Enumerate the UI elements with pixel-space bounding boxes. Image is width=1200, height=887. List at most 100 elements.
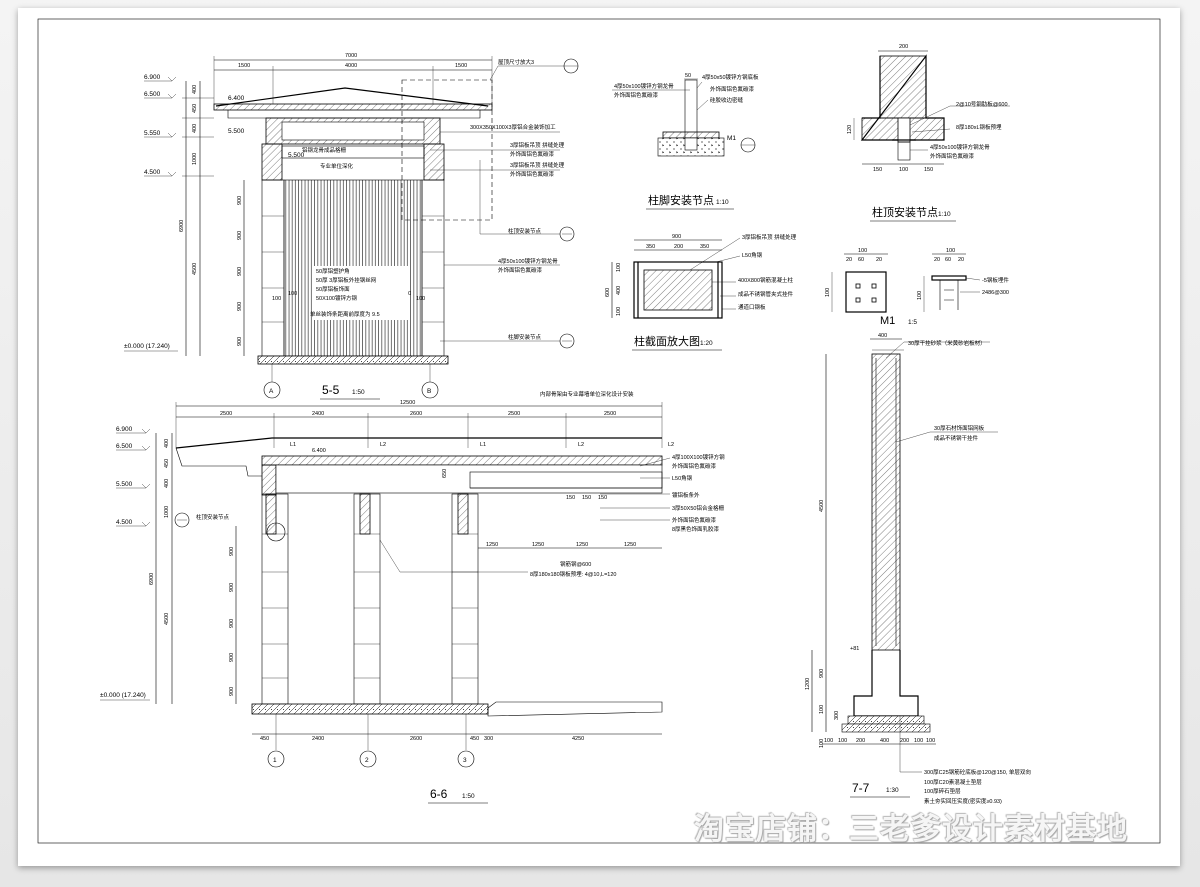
roof-line [215, 87, 489, 107]
svg-text:150: 150 [873, 167, 882, 173]
svg-text:专业单位深化: 专业单位深化 [320, 162, 354, 170]
svg-text:外饰面铝色氟碳漆: 外饰面铝色氟碳漆 [498, 266, 543, 274]
svg-text:2400: 2400 [312, 736, 324, 742]
svg-text:900: 900 [237, 231, 243, 240]
svg-text:1:20: 1:20 [700, 340, 713, 347]
svg-text:镀铝板条外: 镀铝板条外 [672, 491, 700, 499]
svg-text:100: 100 [946, 248, 955, 254]
svg-text:1000: 1000 [164, 506, 170, 518]
svg-text:50厚铝塑护角: 50厚铝塑护角 [316, 267, 350, 275]
svg-text:钢筋钢@600: 钢筋钢@600 [560, 560, 591, 568]
svg-text:4厚50x100镀锌方钢龙骨: 4厚50x100镀锌方钢龙骨 [930, 143, 990, 151]
svg-text:300X350X100X3厚铝合金装饰加工: 300X350X100X3厚铝合金装饰加工 [470, 123, 556, 131]
svg-text:200: 200 [856, 738, 865, 744]
svg-text:900: 900 [237, 267, 243, 276]
svg-text:3厚铝板吊顶 拼缝处理: 3厚铝板吊顶 拼缝处理 [510, 141, 565, 149]
svg-text:4厚50x100镀锌方钢龙骨: 4厚50x100镀锌方钢龙骨 [614, 82, 674, 90]
svg-text:200: 200 [899, 44, 908, 50]
svg-text:外饰面铝色氟碳漆: 外饰面铝色氟碳漆 [710, 85, 755, 93]
detail-m1-title: M1 [880, 315, 895, 327]
svg-text:屋顶尺寸放大3: 屋顶尺寸放大3 [498, 58, 534, 66]
svg-text:1:5: 1:5 [908, 319, 917, 326]
dim-5-5-right: 1500 [455, 63, 467, 69]
svg-text:20: 20 [876, 257, 882, 263]
svg-text:6.500: 6.500 [116, 443, 133, 450]
svg-text:8厚180xL钢板预埋: 8厚180xL钢板预埋 [956, 123, 1002, 131]
svg-text:4500: 4500 [192, 263, 198, 275]
drawing-border [37, 18, 1161, 844]
svg-text:A: A [269, 388, 274, 395]
svg-text:100: 100 [824, 738, 833, 744]
svg-text:60: 60 [945, 257, 951, 263]
section-5-5: 7000 1500 4000 1500 6.900 6.5 [124, 53, 579, 400]
svg-text:外饰面铝色氟碳漆: 外饰面铝色氟碳漆 [614, 91, 659, 99]
svg-text:2600: 2600 [410, 411, 422, 417]
detail-column-top: 200 150 100 150 120 2@10号钢肋板@600 8厚180xL… [847, 44, 1010, 222]
column-joints [262, 533, 478, 679]
svg-text:成品不锈钢管夹式挂件: 成品不锈钢管夹式挂件 [738, 290, 794, 298]
detail-top-title: 柱顶安装节点 [872, 205, 938, 219]
svg-text:900: 900 [229, 687, 235, 696]
watermark-text: 淘宝店铺：三老爹设计素材基地 [694, 812, 1128, 847]
svg-text:6.400: 6.400 [312, 448, 326, 454]
ground-5-5 [257, 355, 449, 365]
svg-text:400X800钢筋混凝土柱: 400X800钢筋混凝土柱 [738, 276, 794, 284]
axis-bubble-1 [267, 750, 285, 768]
svg-text:100: 100 [914, 738, 923, 744]
svg-text:20: 20 [846, 257, 852, 263]
svg-text:6900: 6900 [149, 573, 155, 585]
svg-text:素土夯实回压实度(密实度≥0.93): 素土夯实回压实度(密实度≥0.93) [924, 797, 1002, 805]
svg-text:400: 400 [164, 439, 170, 448]
svg-text:柱顶安装节点: 柱顶安装节点 [508, 227, 542, 235]
svg-text:100: 100 [616, 263, 622, 272]
svg-text:100: 100 [917, 291, 923, 300]
svg-text:1250: 1250 [624, 542, 636, 548]
svg-text:外饰面铝色氟碳漆: 外饰面铝色氟碳漆 [510, 150, 555, 158]
svg-text:6900: 6900 [179, 220, 185, 232]
svg-text:6.500: 6.500 [144, 91, 161, 98]
axis-bubble-2 [359, 750, 377, 768]
svg-text:20: 20 [934, 257, 940, 263]
svg-text:成品不锈钢干挂件: 成品不锈钢干挂件 [934, 434, 979, 442]
svg-text:2400: 2400 [312, 411, 324, 417]
detail-m1-embed-plate: 100 20 60 20 100 100 20 60 20 100 -5钢板埋件… [825, 248, 1009, 327]
drawing-paper [18, 8, 1180, 866]
svg-text:硅胶收边密缝: 硅胶收边密缝 [710, 96, 744, 104]
svg-text:L2: L2 [380, 442, 386, 448]
svg-text:100: 100 [926, 738, 935, 744]
svg-text:100: 100 [288, 291, 297, 297]
svg-text:B: B [427, 388, 431, 395]
svg-text:450: 450 [260, 736, 269, 742]
svg-text:400: 400 [616, 286, 622, 295]
svg-text:M1: M1 [727, 135, 736, 142]
detail-column-section: 900 350 200 350 600 100 400 100 3厚铝板吊顶 拼… [605, 233, 797, 351]
svg-text:6.900: 6.900 [144, 74, 161, 81]
svg-text:400: 400 [880, 738, 889, 744]
svg-text:20: 20 [958, 257, 964, 263]
svg-text:100: 100 [272, 296, 281, 302]
svg-text:4厚50x50镀锌方钢底板: 4厚50x50镀锌方钢底板 [702, 73, 759, 81]
axis-bubble-B [421, 381, 439, 399]
svg-text:2500: 2500 [508, 411, 520, 417]
svg-text:300: 300 [484, 736, 493, 742]
svg-text:100厚碎石垫层: 100厚碎石垫层 [924, 787, 961, 795]
svg-text:内部骨架由专业幕墙单位深化设计安装: 内部骨架由专业幕墙单位深化设计安装 [540, 390, 634, 398]
svg-text:外饰面铝色氟碳漆: 外饰面铝色氟碳漆 [510, 170, 555, 178]
beam-labels: L1 L2 L1 L2 L2 [290, 442, 674, 448]
section-6-6-title: 6-6 [430, 787, 448, 801]
svg-text:-5钢板埋件: -5钢板埋件 [982, 276, 1009, 284]
svg-text:5.500: 5.500 [288, 152, 305, 159]
svg-text:50X100镀锌方钢: 50X100镀锌方钢 [316, 294, 357, 302]
svg-text:100: 100 [858, 248, 867, 254]
svg-text:±0.000 (17.240): ±0.000 (17.240) [124, 343, 170, 350]
svg-text:900: 900 [819, 669, 825, 678]
svg-text:150: 150 [598, 495, 607, 501]
svg-text:350: 350 [700, 244, 709, 250]
svg-text:120: 120 [847, 125, 853, 134]
svg-text:1250: 1250 [486, 542, 498, 548]
svg-text:900: 900 [229, 583, 235, 592]
svg-text:60: 60 [858, 257, 864, 263]
detail-column-foot: 50 4厚50x100镀锌方钢龙骨 外饰面铝色氟碳漆 4厚50x50镀锌方钢底板… [612, 73, 759, 210]
svg-text:150: 150 [924, 167, 933, 173]
